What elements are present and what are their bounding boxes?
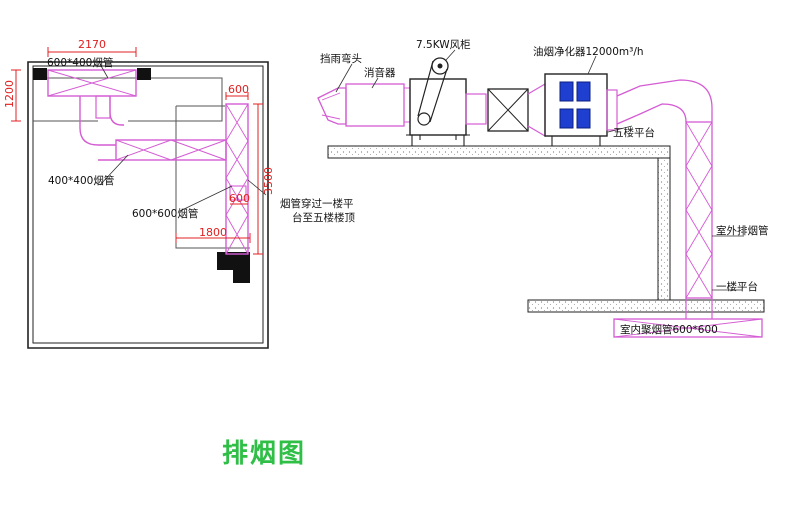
fan-pulley-bottom (417, 112, 431, 126)
purifier-base (545, 135, 607, 146)
connector-duct (465, 93, 487, 125)
label-indoor-collect-duct: 室内聚烟管600*600 (620, 323, 718, 336)
rain-elbow (317, 87, 347, 125)
room-wall (27, 61, 269, 349)
purifier-filter (559, 81, 574, 102)
transition-duct (527, 82, 546, 138)
dim-width-small: 600 (228, 83, 249, 96)
column-block (217, 252, 250, 283)
label-outdoor-exhaust-duct: 室外排烟管 (716, 224, 769, 237)
duct-600x400 (47, 69, 137, 97)
crossed-duct-x (487, 88, 529, 132)
purifier-filter (576, 81, 591, 102)
elevation-view: 7.5KW风柜 挡雨弯头 消音器 油烟净化器12000m³/h 五楼平台 室外排… (317, 38, 769, 338)
dim-width-top: 2170 (78, 38, 106, 51)
dimension-lines (11, 47, 263, 255)
duct-400x400-start (98, 144, 116, 161)
exhaust-to-collect (685, 298, 713, 319)
purifier-body (544, 73, 608, 137)
duct-400x400 (115, 139, 227, 161)
vertical-wall (657, 157, 671, 301)
duct-600x600 (225, 103, 249, 255)
dim-height-left: 1200 (3, 80, 16, 108)
label-shaft-note-1: 烟管穿过一楼平 (280, 197, 354, 210)
indoor-collect-cross (613, 318, 763, 338)
duct-400x400-cross (115, 139, 227, 161)
label-duct-600x400: 600*400烟管 (47, 56, 113, 69)
label-purifier: 油烟净化器12000m³/h (533, 45, 644, 58)
label-shaft-note-2: 台至五楼楼顶 (292, 211, 355, 224)
leader-line (335, 49, 744, 291)
label-first-floor-platform: 一楼平台 (716, 280, 758, 293)
column-block (137, 68, 151, 80)
fan-cabinet (409, 78, 467, 136)
duct-600x600-cross (225, 103, 249, 255)
fan-pulley-top-inner (437, 63, 443, 69)
rain-elbow-detail (321, 92, 341, 120)
label-fan-cabinet: 7.5KW风柜 (416, 38, 471, 51)
purifier-flange (606, 89, 618, 131)
label-rain-elbow: 挡雨弯头 (320, 52, 362, 65)
duct-600x600-lower (229, 185, 247, 201)
column-block (33, 68, 47, 80)
room-wall-inner (32, 65, 264, 344)
purifier-filter (559, 108, 574, 129)
dim-height-right: 3500 (262, 167, 275, 195)
outdoor-exhaust-duct (685, 121, 713, 299)
diagram-title: 排烟图 (222, 439, 306, 469)
crossed-duct (487, 88, 529, 132)
label-duct-600x600: 600*600烟管 (132, 207, 198, 220)
plan-view: 2170 1200 600 3500 600 1800 600*400烟管 40… (3, 38, 355, 349)
label-silencer: 消音器 (364, 66, 396, 79)
silencer (345, 83, 405, 127)
duct-600x400-cross (47, 69, 137, 97)
fan-base (406, 134, 470, 146)
leader-line (99, 63, 267, 212)
outdoor-exhaust-cross (685, 121, 713, 299)
fifth-floor-slab (327, 145, 671, 159)
label-duct-400x400: 400*400烟管 (48, 174, 114, 187)
silencer-flange (404, 87, 411, 123)
purifier-filter (576, 108, 591, 129)
duct-drop-block (95, 95, 111, 119)
partition (33, 77, 223, 122)
indoor-collect-duct (613, 318, 763, 338)
outlet-duct (616, 79, 713, 125)
dim-width-bottom: 1800 (199, 226, 227, 239)
dim-width-small-lower: 600 (229, 192, 250, 205)
label-fifth-floor-platform: 五楼平台 (613, 126, 655, 139)
fan-belt (417, 60, 448, 123)
first-floor-slab (527, 299, 765, 313)
